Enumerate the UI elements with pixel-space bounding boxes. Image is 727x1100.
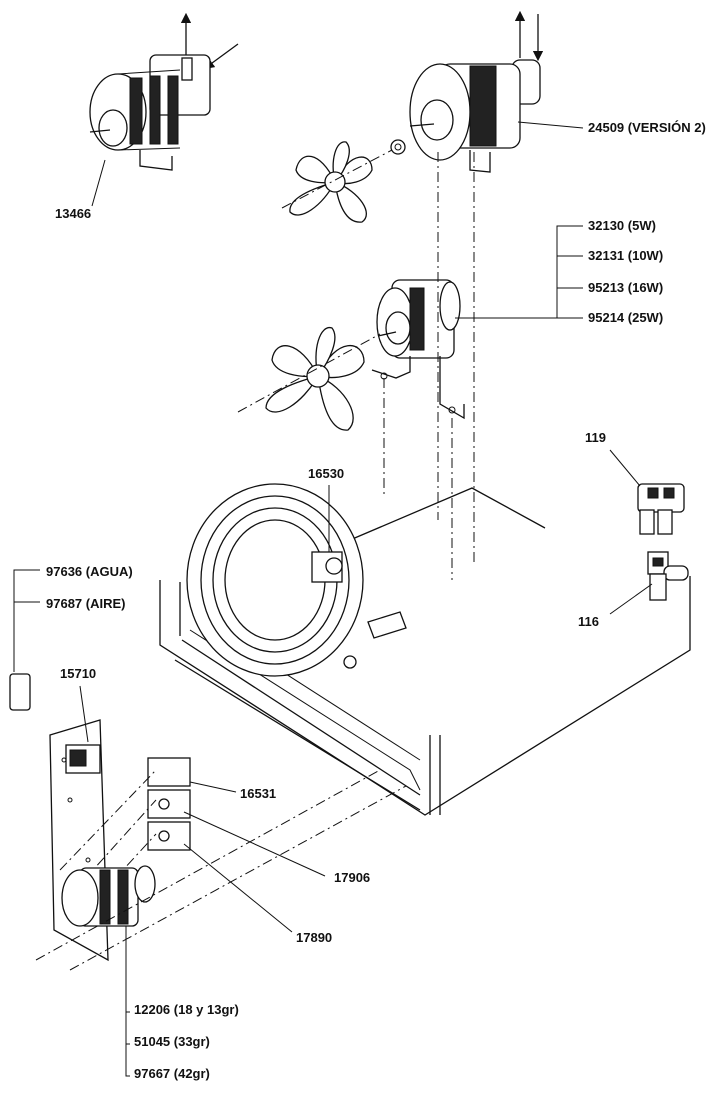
label-24509: 24509 (VERSIÓN 2)	[588, 120, 706, 135]
fan-blade-upper	[281, 141, 393, 223]
solenoid-valves	[609, 449, 689, 615]
label-97636: 97636 (AGUA)	[46, 564, 133, 579]
pump-24509	[390, 10, 584, 173]
label-95213: 95213 (16W)	[588, 280, 664, 295]
label-97667: 97667 (42gr)	[134, 1066, 210, 1081]
timer-motor	[35, 769, 407, 1077]
label-51045: 51045 (33gr)	[134, 1034, 210, 1049]
relays	[59, 757, 326, 933]
cabinet-body	[159, 487, 691, 816]
condenser-coil-16530	[186, 483, 407, 677]
label-16530: 16530	[308, 466, 345, 481]
alignment-lines	[383, 152, 475, 580]
label-17890: 17890	[296, 930, 333, 945]
label-116: 116	[578, 614, 599, 629]
label-13466: 13466	[55, 206, 92, 221]
label-12206: 12206 (18 y 13gr)	[134, 1002, 239, 1017]
label-95214: 95214 (25W)	[588, 310, 664, 325]
label-17906: 17906	[334, 870, 371, 885]
label-97687: 97687 (AIRE)	[46, 596, 126, 611]
pump-13466	[89, 12, 239, 207]
fan-blade-lower	[237, 327, 381, 431]
label-16531: 16531	[240, 786, 277, 801]
label-32130: 32130 (5W)	[588, 218, 656, 233]
label-119: 119	[585, 430, 606, 445]
label-15710: 15710	[60, 666, 97, 681]
label-32131: 32131 (10W)	[588, 248, 664, 263]
fan-motor-95214	[371, 225, 583, 420]
